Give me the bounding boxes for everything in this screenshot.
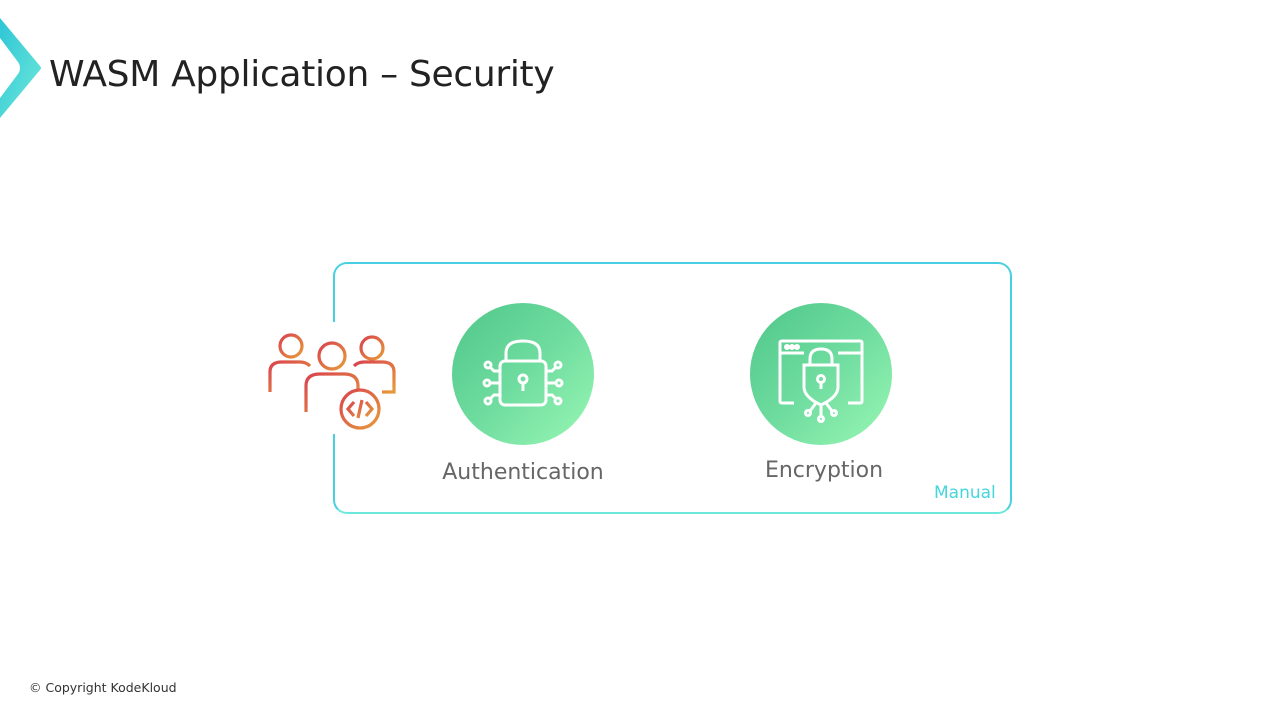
box-gap — [326, 322, 342, 434]
kodekloud-logo-icon — [0, 18, 41, 118]
authentication-circle — [452, 303, 594, 445]
encryption-label: Encryption — [764, 458, 884, 483]
page-title: WASM Application – Security — [49, 54, 555, 95]
lock-circuit-icon — [482, 339, 564, 407]
copyright: © Copyright KodeKloud — [29, 680, 177, 695]
developers-group-icon — [268, 333, 396, 430]
browser-lock-icon — [778, 339, 864, 423]
encryption-circle — [750, 303, 892, 445]
authentication-label: Authentication — [442, 460, 604, 485]
manual-tag: Manual — [934, 483, 996, 503]
